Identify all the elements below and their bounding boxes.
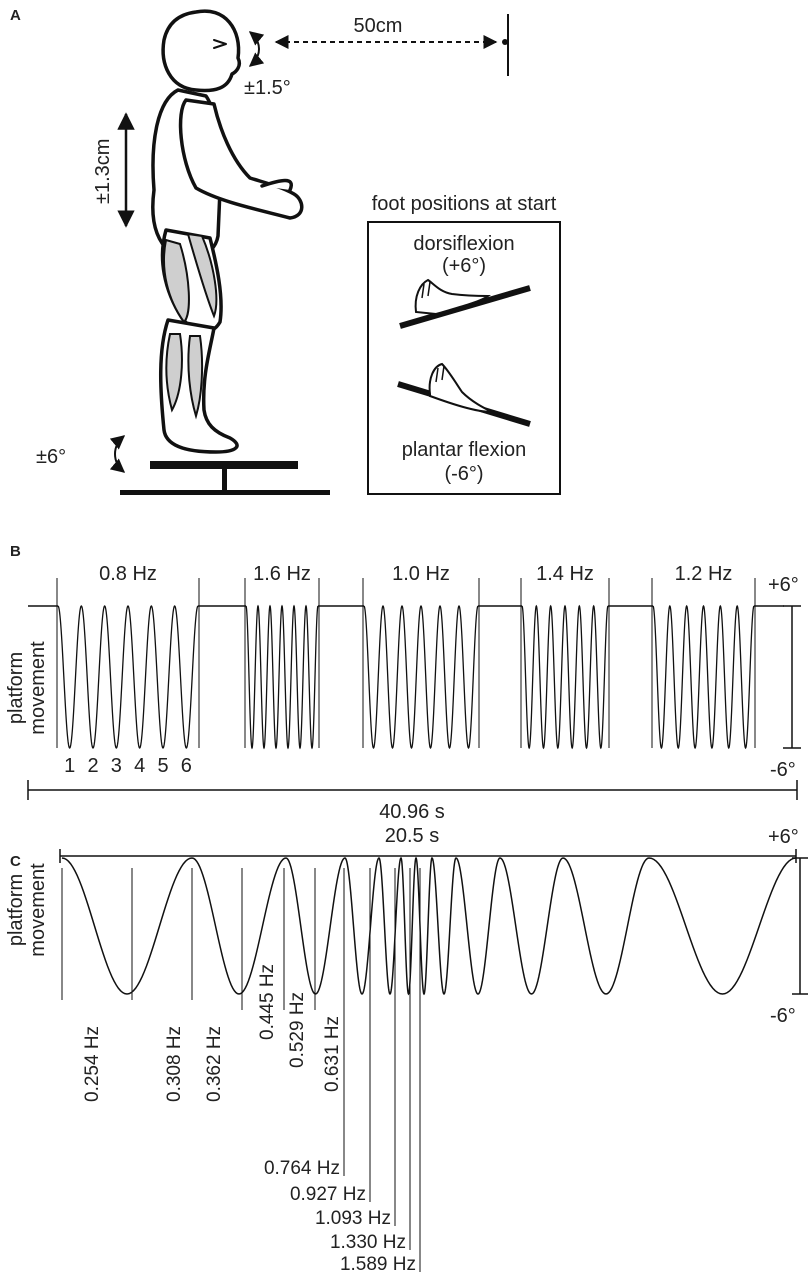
panel-b-cycle-number: 1 (64, 755, 75, 777)
dorsi-angle: (+6°) (442, 255, 486, 277)
panel-c-chirp-line (61, 856, 797, 996)
plantarflexion-foot (397, 362, 531, 427)
head-tilt-arrow (248, 31, 265, 67)
panel-c-letter: C (10, 853, 21, 870)
panel-c-duration-label: 20.5 s (385, 825, 439, 847)
inset-box (367, 221, 561, 495)
panel-b-sine-block (245, 604, 319, 750)
panel-c-frequency-label: 0.631 Hz (322, 1016, 343, 1092)
panel-c-frequency-label: 0.445 Hz (257, 964, 278, 1040)
panel-b-frequency-label: 1.0 Hz (392, 563, 450, 585)
panel-c-ylabel-1: platform (5, 874, 27, 946)
panel-c-frequency-label: 1.589 Hz (340, 1254, 416, 1274)
panel-c-frequency-label: 0.254 Hz (82, 1026, 103, 1102)
panel-b-cycle-number: 5 (157, 755, 168, 777)
platform-plate (150, 461, 298, 469)
dorsi-label: dorsiflexion (413, 233, 514, 255)
plantar-label: plantar flexion (402, 439, 527, 461)
panel-b-frequency-label: 1.4 Hz (536, 563, 594, 585)
panel-b-duration-label: 40.96 s (379, 801, 445, 823)
panel-c-frequency-label: 0.362 Hz (204, 1026, 225, 1102)
panel-b-cycle-number: 2 (87, 755, 98, 777)
panel-b: B platform movement 0.8 Hz 1.6 Hz 1.0 Hz 1.… (5, 543, 801, 823)
panel-b-frequency-label: 1.2 Hz (675, 563, 733, 585)
head-tilt-label: ±1.5° (244, 77, 291, 99)
platform-base (120, 490, 330, 495)
dorsiflexion-foot (399, 278, 531, 329)
panel-b-sine-block (363, 604, 479, 750)
panel-c: C platform movement 20.5 s 0.254 Hz 0.308… (5, 825, 808, 1274)
distance-label: 50cm (354, 15, 403, 37)
panel-b-letter: B (10, 543, 21, 560)
vertical-label: ±1.3cm (92, 139, 114, 204)
panel-a: A (10, 7, 561, 495)
panel-c-frequency-label: 0.764 Hz (264, 1158, 340, 1179)
panel-c-ylabel-2: movement (27, 863, 49, 957)
panel-b-frequency-label: 0.8 Hz (99, 563, 157, 585)
panel-b-cycle-number: 4 (134, 755, 145, 777)
target-dot (502, 39, 508, 45)
plantar-angle: (-6°) (444, 463, 483, 485)
panel-c-frequency-label: 0.308 Hz (164, 1026, 185, 1102)
panel-b-frequency-labels: 0.8 Hz 1.6 Hz 1.0 Hz 1.4 Hz 1.2 Hz (99, 563, 732, 585)
platform-tilt-arrow (109, 435, 126, 473)
panel-b-sine-block (57, 605, 199, 749)
panel-c-top-label: +6° (768, 826, 799, 848)
panel-b-bottom-label: -6° (770, 759, 796, 781)
panel-a-letter: A (10, 7, 21, 24)
inset-title: foot positions at start (372, 193, 557, 215)
panel-b-cycle-number: 6 (181, 755, 192, 777)
panel-b-sine-block (521, 604, 609, 750)
panel-c-frequency-label: 1.330 Hz (330, 1232, 406, 1253)
panel-b-cycle-number: 3 (111, 755, 122, 777)
panel-c-frequency-label: 0.927 Hz (290, 1184, 366, 1205)
panel-c-frequency-label: 0.529 Hz (287, 992, 308, 1068)
panel-c-bottom-label: -6° (770, 1005, 796, 1027)
panel-c-frequency-label: 1.093 Hz (315, 1208, 391, 1229)
panel-c-waveform (61, 856, 797, 996)
panel-b-top-label: +6° (768, 574, 799, 596)
panel-b-sine-block (652, 604, 755, 750)
panel-c-frequency-labels: 0.254 Hz 0.308 Hz 0.362 Hz 0.445 Hz 0.529 Hz… (61, 868, 421, 1274)
panel-b-ylabel-1: platform (5, 652, 27, 724)
panel-b-ylabel-2: movement (27, 641, 49, 735)
panel-b-frequency-label: 1.6 Hz (253, 563, 311, 585)
platform-tilt-label: ±6° (36, 446, 66, 468)
muscle-shading (163, 232, 218, 420)
panel-b-waveform (28, 578, 784, 750)
platform-pivot (222, 469, 227, 491)
tilt-platform (120, 461, 330, 495)
